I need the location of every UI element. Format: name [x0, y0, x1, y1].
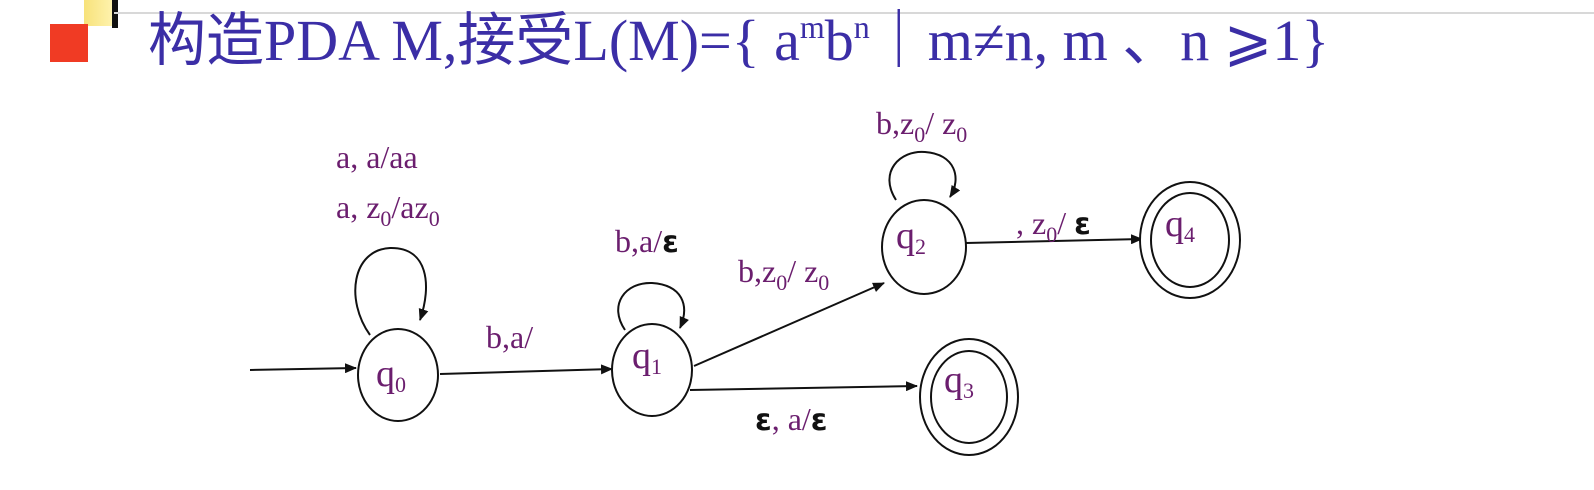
start-arrow: [249, 363, 357, 374]
svg-text:q1: q1: [632, 335, 662, 379]
svg-text:q3: q3: [944, 359, 974, 403]
svg-text:q0: q0: [376, 353, 406, 397]
label-q1-q3: ε, a/ε: [755, 401, 828, 438]
state-q1: q1: [611, 323, 693, 417]
title-text-suffix: ｜m≠n, m 、n ⩾1}: [869, 8, 1330, 73]
state-q0: q0: [357, 328, 439, 422]
label-q0-q1: b,a/: [486, 319, 533, 355]
svg-text:q4: q4: [1165, 203, 1195, 247]
label-q1-loop: b,a/ε: [615, 223, 679, 260]
decorative-line: [114, 12, 1594, 14]
title-text-prefix: 构造PDA M,接受L(M)={ a: [148, 8, 800, 73]
title-sup-n: n: [853, 9, 870, 45]
label-q1-q2: b,z0/ z0: [738, 253, 829, 295]
decorative-bar: [112, 0, 118, 28]
bullet-square-icon: [50, 24, 88, 62]
decorative-corner: [84, 0, 114, 26]
title-text-b: b: [824, 8, 854, 73]
state-q3: q3: [919, 338, 1019, 456]
loop-q0: [354, 246, 429, 336]
label-q2-q4: , z0/ ε: [1016, 205, 1091, 247]
svg-text:q2: q2: [896, 215, 926, 259]
state-q2: q2: [881, 199, 967, 295]
title-row: 构造PDA M,接受L(M)={ ambn｜m≠n, m 、n ⩾1}: [0, 0, 1594, 90]
edge-q2-q4: [965, 234, 1143, 245]
label-q0-loop-2: a, z0/az0: [336, 189, 440, 231]
edge-q1-q2: [693, 282, 885, 367]
edge-q1-q3: [689, 381, 918, 392]
label-q0-loop-1: a, a/aa: [336, 139, 418, 175]
edge-q0-q1: [439, 364, 613, 375]
loop-q1: [617, 281, 689, 331]
label-q2-loop: b,z0/ z0: [876, 105, 967, 147]
page-title: 构造PDA M,接受L(M)={ ambn｜m≠n, m 、n ⩾1}: [148, 4, 1329, 78]
loop-q2: [888, 150, 961, 201]
title-sup-m: m: [799, 9, 825, 45]
state-q4: q4: [1139, 181, 1241, 299]
